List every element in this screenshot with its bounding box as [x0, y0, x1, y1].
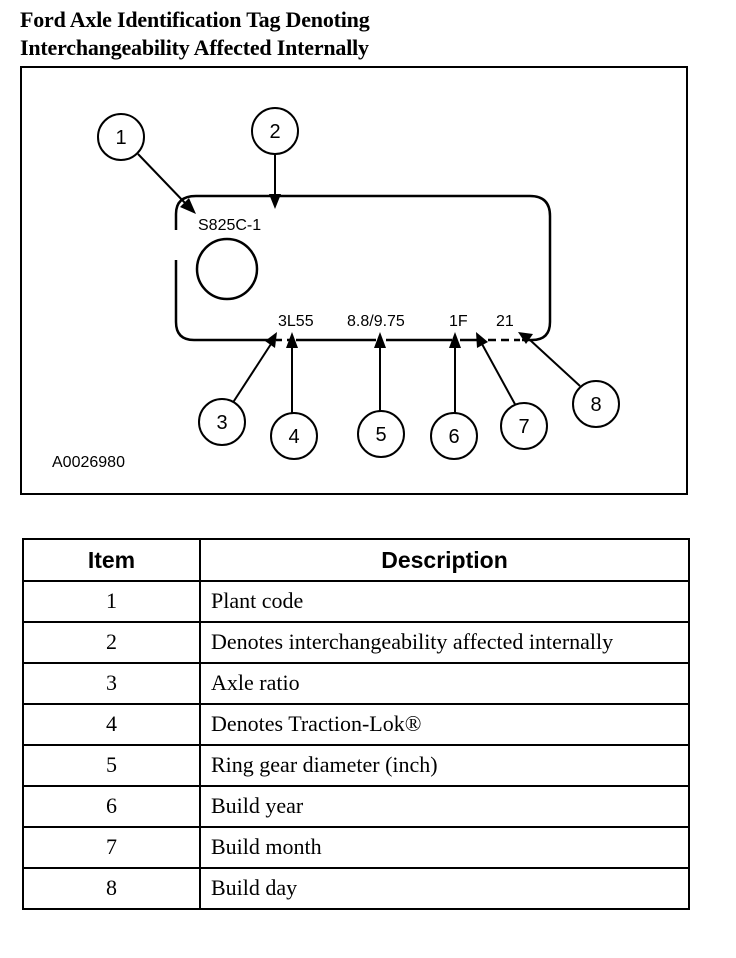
item-number: 3 — [22, 662, 201, 705]
diagram-frame — [20, 66, 688, 495]
tag-code-suffix: -1 — [247, 217, 261, 234]
item-number: 4 — [22, 703, 201, 746]
item-number: 1 — [22, 580, 201, 623]
page-title: Ford Axle Identification Tag Denoting In… — [20, 6, 370, 62]
callout-3-circle — [198, 398, 246, 446]
callout-7-label: 7 — [518, 416, 529, 438]
callout-8-circle — [572, 380, 620, 428]
arrowhead-6 — [449, 332, 461, 348]
callout-1-circle — [97, 113, 145, 161]
table-row: 1 Plant code — [22, 580, 690, 623]
callout-5-label: 5 — [375, 424, 386, 446]
item-description: Axle ratio — [199, 662, 690, 705]
arrowhead-4 — [286, 332, 298, 348]
arrowhead-5 — [374, 332, 386, 348]
tag-code-yearmonth: 1F — [449, 313, 468, 330]
tag-hole — [195, 237, 259, 301]
callout-2-label: 2 — [269, 121, 280, 143]
tag-outline-top — [174, 194, 552, 342]
table-row: 4 Denotes Traction-Lok® — [22, 703, 690, 746]
title-line-2: Interchangeability Affected Internally — [20, 35, 369, 60]
tag-code-axle: 3L55 — [278, 313, 314, 330]
callout-4-label: 4 — [288, 426, 299, 448]
item-description: Build month — [199, 826, 690, 869]
title-line-1: Ford Axle Identification Tag Denoting — [20, 7, 370, 32]
table-header-row: Item Description — [22, 538, 690, 582]
table-row: 5 Ring gear diameter (inch) — [22, 744, 690, 787]
item-description: Plant code — [199, 580, 690, 623]
callouts: 1 2 3 4 5 6 7 8 — [97, 107, 620, 460]
tag-code-plant: S825C — [198, 217, 247, 234]
callout-3-label: 3 — [216, 412, 227, 434]
item-number: 6 — [22, 785, 201, 828]
figure-id: A0026980 — [52, 454, 125, 471]
item-description: Denotes Traction-Lok® — [199, 703, 690, 746]
callout-8-label: 8 — [590, 394, 601, 416]
item-number: 7 — [22, 826, 201, 869]
table-row: 6 Build year — [22, 785, 690, 828]
callout-6-label: 6 — [448, 426, 459, 448]
callout-5-circle — [357, 410, 405, 458]
callout-7-circle — [500, 402, 548, 450]
header-description: Description — [199, 538, 690, 582]
item-description: Ring gear diameter (inch) — [199, 744, 690, 787]
callout-6-circle — [430, 412, 478, 460]
item-description: Denotes interchangeability affected inte… — [199, 621, 690, 664]
item-number: 2 — [22, 621, 201, 664]
table-row: 3 Axle ratio — [22, 662, 690, 705]
tag-code-day: 21 — [496, 313, 514, 330]
arrowhead-8 — [518, 332, 533, 344]
svg-text:S825C-1: S825C-1 — [198, 217, 261, 234]
callout-2-circle — [251, 107, 299, 155]
arrowhead-2 — [269, 194, 281, 209]
table-row: 2 Denotes interchangeability affected in… — [22, 621, 690, 664]
item-description: Build day — [199, 867, 690, 910]
item-description-table: Item Description 1 Plant code 2 Denotes … — [22, 538, 690, 910]
item-number: 5 — [22, 744, 201, 787]
table-row: 8 Build day — [22, 867, 690, 910]
table-row: 7 Build month — [22, 826, 690, 869]
arrowhead-3 — [265, 332, 277, 348]
arrowheads — [180, 194, 533, 348]
header-item: Item — [22, 538, 201, 582]
leader-lines — [137, 153, 581, 418]
axle-tag-diagram: S825C-1 3L55 8.8/9.75 1F 21 1 2 3 4 — [20, 66, 688, 495]
callout-1-label: 1 — [115, 127, 126, 149]
item-description: Build year — [199, 785, 690, 828]
item-number: 8 — [22, 867, 201, 910]
tag-outline-left — [174, 260, 270, 342]
tag-code-ring: 8.8/9.75 — [347, 313, 405, 330]
callout-4-circle — [270, 412, 318, 460]
arrowhead-7 — [476, 332, 488, 348]
arrowhead-1 — [180, 198, 196, 214]
